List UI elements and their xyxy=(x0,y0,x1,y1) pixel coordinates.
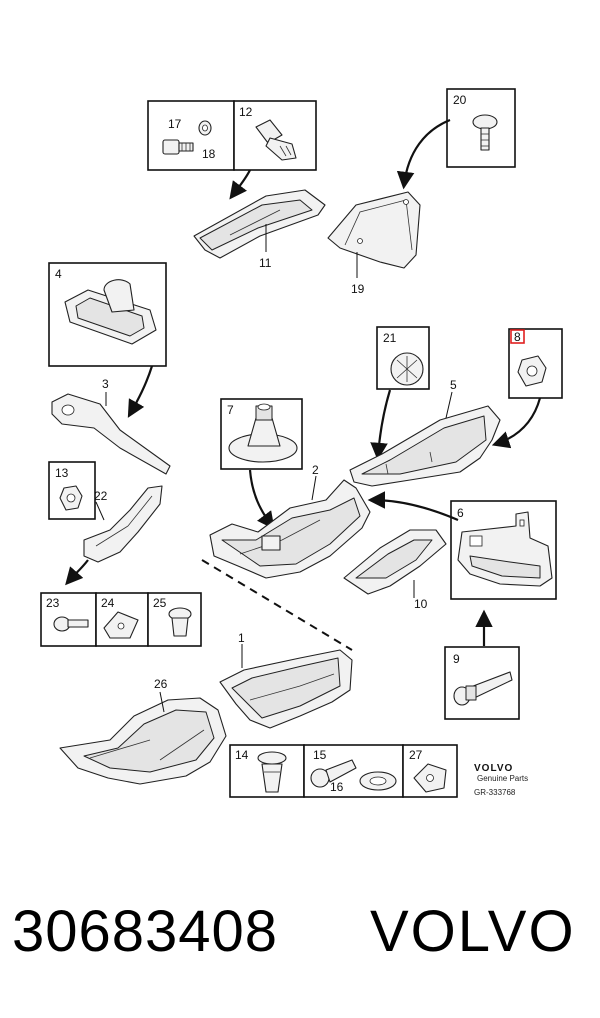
brand-name: VOLVO xyxy=(370,899,576,964)
callout-25: 25 xyxy=(153,596,167,610)
inset-box-7: 7 xyxy=(220,398,303,470)
push-clip-14-icon xyxy=(257,751,287,793)
bolt-17-icon xyxy=(162,139,194,155)
callout-21: 21 xyxy=(383,331,397,345)
bracket-6-icon xyxy=(457,511,553,587)
callout-2: 2 xyxy=(312,463,319,477)
clip-21-icon xyxy=(390,352,424,386)
grommet-4-icon xyxy=(64,279,157,345)
callout-16: 16 xyxy=(330,780,344,794)
part-3: 3 xyxy=(51,377,171,475)
callout-17: 17 xyxy=(168,117,182,131)
callout-3: 3 xyxy=(102,377,109,391)
nut-8-icon xyxy=(517,355,547,387)
part-1: 1 xyxy=(219,631,353,729)
inset-box-4: 4 xyxy=(48,262,167,367)
inset-box-8: 8 xyxy=(508,328,563,399)
bolt-15-icon xyxy=(310,759,357,788)
footer-subtitle: Genuine Parts xyxy=(477,774,528,783)
inset-box-27: 27 xyxy=(402,744,458,798)
callout-23: 23 xyxy=(46,596,60,610)
callout-18: 18 xyxy=(202,147,216,161)
inset-box-15-16: 15 16 xyxy=(303,744,404,798)
part-19: 19 xyxy=(327,191,421,296)
callout-12: 12 xyxy=(239,105,253,119)
inset-box-14: 14 xyxy=(229,744,305,798)
part-2: 2 xyxy=(209,463,371,579)
volvo-footer: VOLVO Genuine Parts GR-333768 xyxy=(474,763,528,797)
callout-6: 6 xyxy=(457,506,464,520)
washer-16-icon xyxy=(359,771,397,791)
caption-bar xyxy=(0,850,600,1018)
clip-24-icon xyxy=(103,611,139,639)
screw-23-icon xyxy=(53,616,89,632)
inset-box-20: 20 xyxy=(446,88,516,168)
callout-19: 19 xyxy=(351,282,365,296)
inset-box-12: 12 xyxy=(233,100,317,171)
callout-9: 9 xyxy=(453,652,460,666)
inset-box-9: 9 xyxy=(444,646,520,720)
washer-18-icon xyxy=(198,120,212,136)
rivet-9-icon xyxy=(453,671,513,706)
inset-box-17-18: 17 18 xyxy=(147,100,235,171)
callout-24: 24 xyxy=(101,596,115,610)
callout-20: 20 xyxy=(453,93,467,107)
callout-5: 5 xyxy=(450,378,457,392)
part-26: 26 xyxy=(59,677,227,785)
part-5: 5 xyxy=(349,378,501,487)
part-number: 30683408 xyxy=(12,899,279,964)
clip-12-icon xyxy=(255,119,297,161)
inset-box-21: 21 xyxy=(376,326,430,390)
inset-box-13: 13 xyxy=(48,461,96,520)
part-11: 11 xyxy=(193,189,326,270)
callout-27: 27 xyxy=(409,748,423,762)
inset-box-25: 25 xyxy=(147,592,202,647)
inset-box-24: 24 xyxy=(95,592,149,647)
callout-7: 7 xyxy=(227,403,234,417)
callout-13: 13 xyxy=(55,466,69,480)
callout-1: 1 xyxy=(238,631,245,645)
drawing-id: GR-333768 xyxy=(474,788,516,797)
mount-7-icon xyxy=(228,403,298,463)
inset-box-23: 23 xyxy=(40,592,97,647)
nut-13-icon xyxy=(59,485,83,511)
callout-22: 22 xyxy=(94,489,108,503)
part-10: 10 xyxy=(343,529,447,611)
part-22: 22 xyxy=(83,485,163,563)
push-clip-25-icon xyxy=(168,607,192,637)
callout-11: 11 xyxy=(259,256,272,270)
parts-diagram: 17 18 12 11 20 xyxy=(40,88,563,798)
callout-15: 15 xyxy=(313,748,327,762)
screw-20-icon xyxy=(472,114,498,151)
inset-box-6: 6 xyxy=(450,500,557,600)
callout-26: 26 xyxy=(154,677,168,691)
nut-clip-27-icon xyxy=(413,763,447,793)
highlight-marker xyxy=(510,329,525,344)
callout-14: 14 xyxy=(235,748,249,762)
callout-8: 8 xyxy=(514,330,521,344)
footer-brand: VOLVO xyxy=(474,763,513,774)
callout-10: 10 xyxy=(414,597,428,611)
dashed-connector xyxy=(201,559,353,651)
callout-4: 4 xyxy=(55,267,62,281)
